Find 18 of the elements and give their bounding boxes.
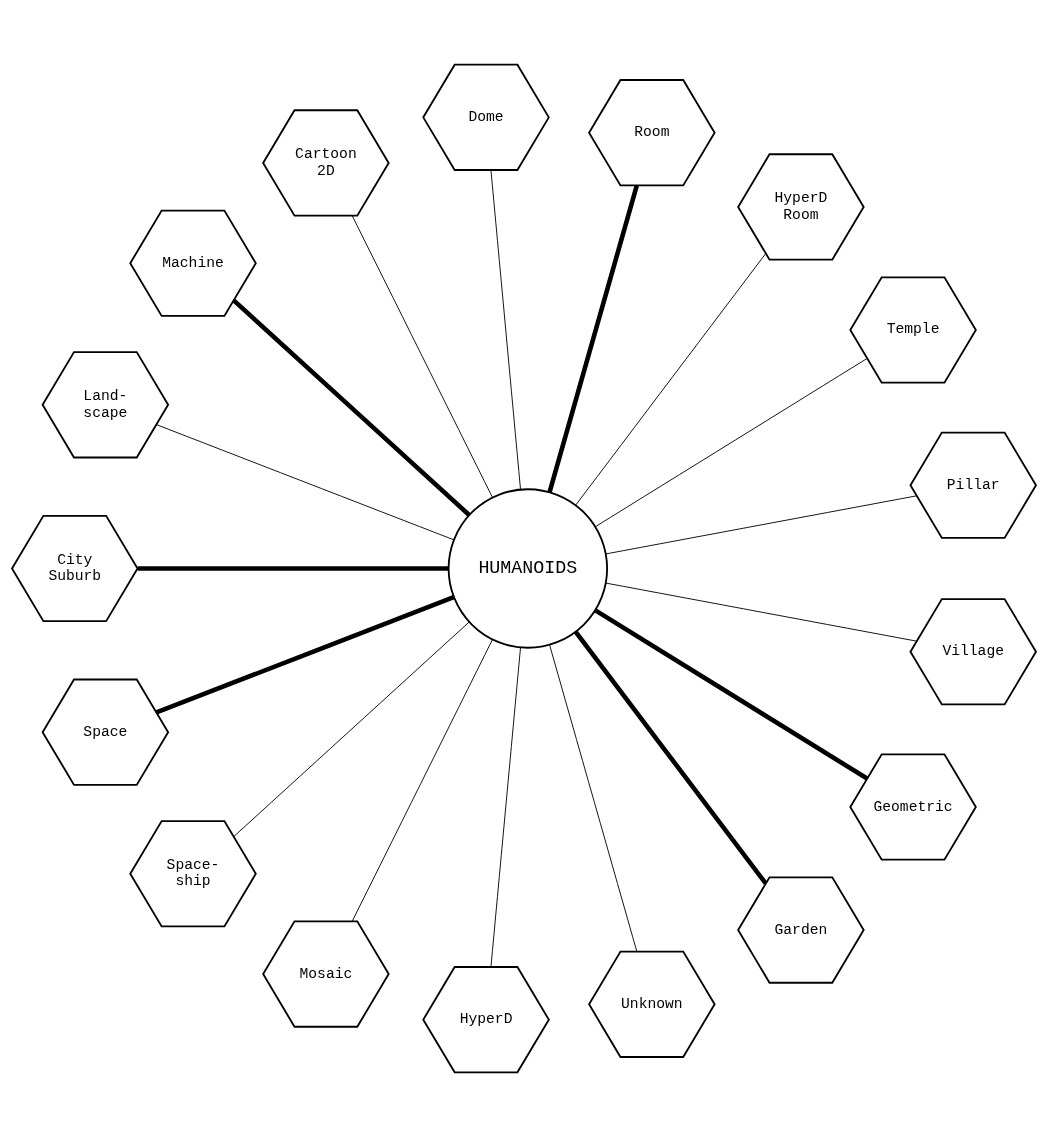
connector (155, 595, 455, 715)
connector (594, 358, 868, 528)
connector (547, 185, 639, 493)
connector (232, 298, 471, 517)
connector (575, 253, 767, 506)
connector (549, 644, 638, 952)
connector (233, 621, 470, 838)
connector (490, 169, 521, 490)
connector (137, 566, 449, 571)
connector (155, 424, 455, 541)
node-circle: HUMANOIDS (447, 488, 609, 649)
connector (605, 582, 917, 642)
connector (490, 647, 521, 968)
connector (594, 608, 869, 781)
connector (351, 639, 493, 922)
connector (351, 215, 493, 498)
connector (605, 495, 917, 555)
connector (573, 630, 768, 885)
